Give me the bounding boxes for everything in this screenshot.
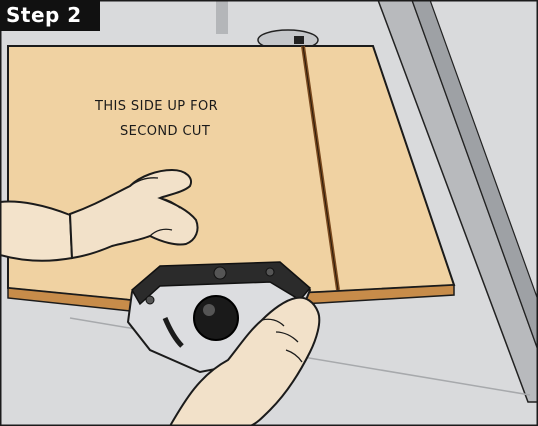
screw-icon [146,296,154,304]
board-note-line2: SECOND CUT [120,124,210,139]
blade [294,36,304,44]
board-note-line1: THIS SIDE UP FOR [94,99,218,114]
screw-icon [214,267,226,279]
miter-slot [216,0,228,34]
screw-icon [266,268,274,276]
knob-highlight [203,304,215,316]
step-badge: Step 2 [0,0,100,31]
miter-knob [194,296,238,340]
